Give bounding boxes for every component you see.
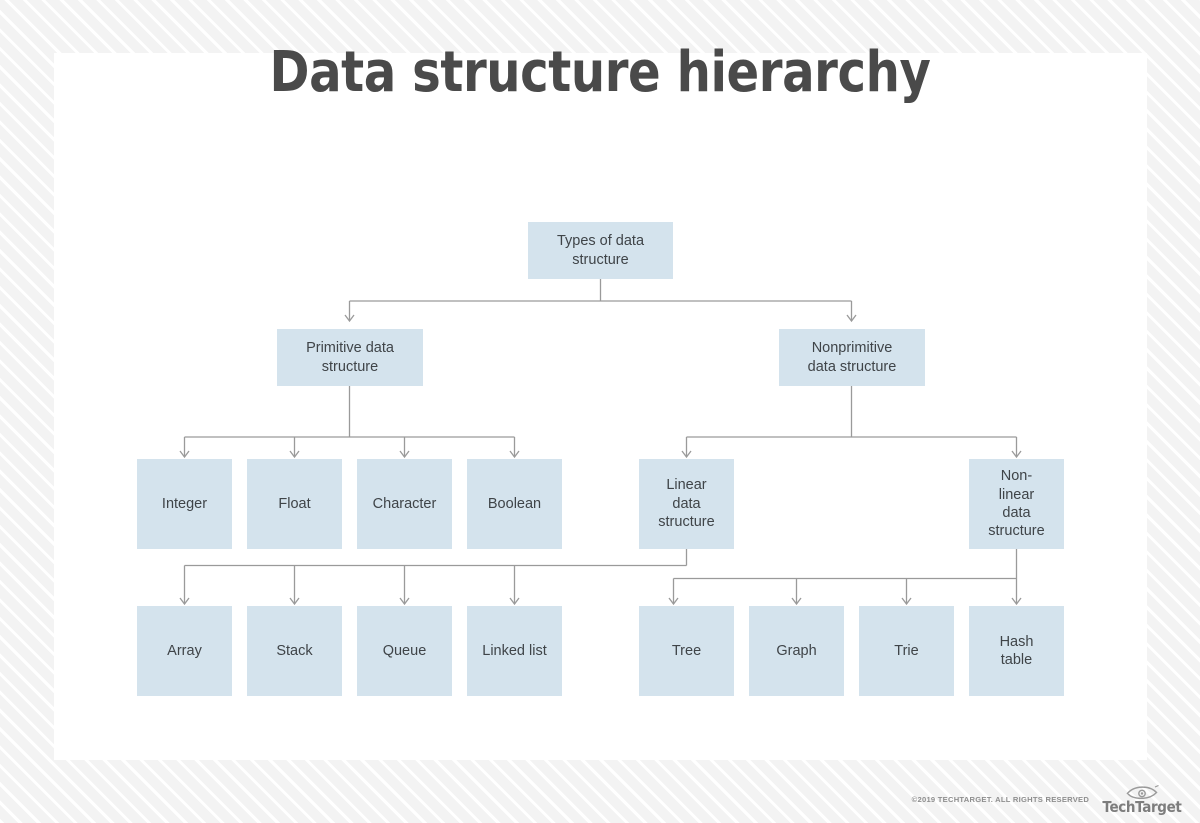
node-label: Linked list <box>482 642 547 659</box>
node-character[interactable]: Character <box>357 459 452 549</box>
node-label: Array <box>167 642 202 659</box>
node-integer[interactable]: Integer <box>137 459 232 549</box>
node-hash-table[interactable]: Hash table <box>969 606 1064 696</box>
footer: ©2019 TECHTARGET. ALL RIGHTS RESERVED Te… <box>912 783 1186 815</box>
node-linear-data-structure[interactable]: Linear data structure <box>639 459 734 549</box>
node-label: Trie <box>894 642 919 659</box>
node-tree[interactable]: Tree <box>639 606 734 696</box>
node-queue[interactable]: Queue <box>357 606 452 696</box>
node-trie[interactable]: Trie <box>859 606 954 696</box>
node-label: Graph <box>776 642 817 659</box>
node-graph[interactable]: Graph <box>749 606 844 696</box>
node-non-linear-data-structure[interactable]: Non- linear data structure <box>969 459 1064 549</box>
node-nonprimitive-data-structure[interactable]: Nonprimitive data structure <box>779 329 925 386</box>
node-array[interactable]: Array <box>137 606 232 696</box>
node-label: Character <box>372 495 437 512</box>
node-types-of-data-structure[interactable]: Types of data structure <box>528 222 673 279</box>
copyright-text: ©2019 TECHTARGET. ALL RIGHTS RESERVED <box>911 794 1090 804</box>
eye-icon <box>1126 784 1159 799</box>
techtarget-logo: TechTarget <box>1098 783 1186 815</box>
content-card <box>54 53 1147 760</box>
node-float[interactable]: Float <box>247 459 342 549</box>
node-label: Nonprimitive data structure <box>807 340 897 375</box>
node-label: Queue <box>382 642 427 659</box>
node-label: Primitive data structure <box>306 340 394 375</box>
node-label: Types of data structure <box>556 233 645 268</box>
node-linked-list[interactable]: Linked list <box>467 606 562 696</box>
node-boolean[interactable]: Boolean <box>467 459 562 549</box>
node-label: Stack <box>276 642 313 659</box>
node-label: Tree <box>671 642 702 659</box>
node-primitive-data-structure[interactable]: Primitive data structure <box>277 329 423 386</box>
node-label: Float <box>278 495 311 512</box>
node-label: Non- linear data structure <box>988 468 1045 540</box>
node-stack[interactable]: Stack <box>247 606 342 696</box>
node-label: Boolean <box>487 495 542 512</box>
node-label: Hash table <box>999 633 1034 668</box>
page-title: Data structure hierarchy <box>269 40 931 105</box>
techtarget-wordmark: TechTarget <box>1102 798 1182 816</box>
node-label: Linear data structure <box>658 477 715 531</box>
node-label: Integer <box>161 495 208 512</box>
